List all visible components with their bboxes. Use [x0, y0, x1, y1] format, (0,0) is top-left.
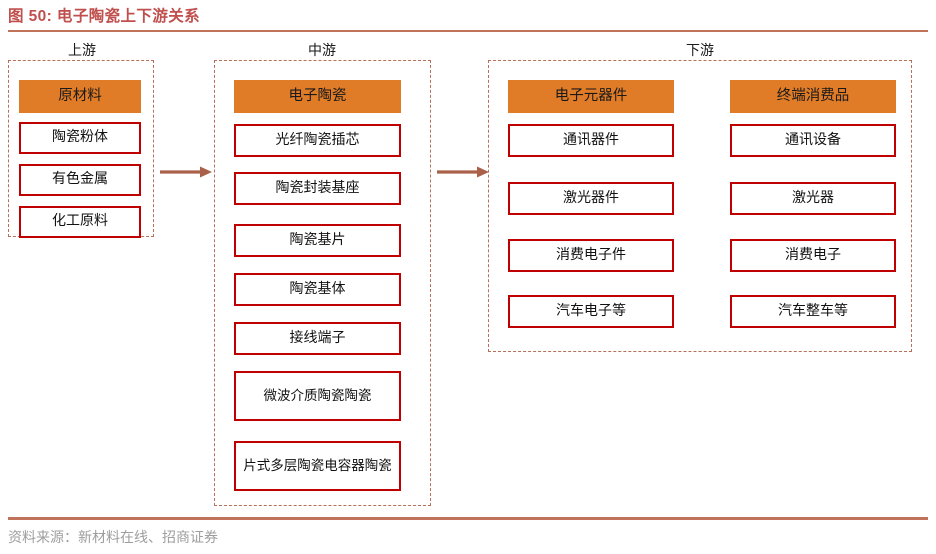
title-divider: [8, 30, 928, 32]
downstream-col0-item-1[interactable]: 激光器件: [508, 182, 674, 215]
downstream-col1-item-0[interactable]: 通讯设备: [730, 124, 896, 157]
midstream-container: [214, 60, 431, 506]
section-label-upstream: 上游: [68, 44, 96, 59]
upstream-item-2[interactable]: 化工原料: [19, 206, 141, 238]
arrow-upstream-to-midstream: [160, 166, 212, 178]
source-note: 资料来源：新材料在线、招商证券: [8, 531, 218, 546]
downstream-col1-item-1[interactable]: 激光器: [730, 182, 896, 215]
midstream-item-0[interactable]: 光纤陶瓷插芯: [234, 124, 401, 157]
midstream-item-5[interactable]: 微波介质陶瓷陶瓷: [234, 371, 401, 421]
midstream-item-1[interactable]: 陶瓷封装基座: [234, 172, 401, 205]
downstream-col1-header[interactable]: 终端消费品: [730, 80, 896, 113]
downstream-col0-header[interactable]: 电子元器件: [508, 80, 674, 113]
downstream-col1-item-3[interactable]: 汽车整车等: [730, 295, 896, 328]
figure-title: 图 50: 电子陶瓷上下游关系: [8, 8, 201, 25]
upstream-item-0[interactable]: 陶瓷粉体: [19, 122, 141, 154]
midstream-item-4[interactable]: 接线端子: [234, 322, 401, 355]
footer-divider: [8, 517, 928, 520]
upstream-header[interactable]: 原材料: [19, 80, 141, 113]
downstream-col0-item-2[interactable]: 消费电子件: [508, 239, 674, 272]
midstream-item-6[interactable]: 片式多层陶瓷电容器陶瓷: [234, 441, 401, 491]
midstream-item-2[interactable]: 陶瓷基片: [234, 224, 401, 257]
upstream-item-1[interactable]: 有色金属: [19, 164, 141, 196]
downstream-col0-item-3[interactable]: 汽车电子等: [508, 295, 674, 328]
downstream-container: [488, 60, 912, 352]
downstream-col1-item-2[interactable]: 消费电子: [730, 239, 896, 272]
midstream-header[interactable]: 电子陶瓷: [234, 80, 401, 113]
downstream-col0-item-0[interactable]: 通讯器件: [508, 124, 674, 157]
midstream-item-3[interactable]: 陶瓷基体: [234, 273, 401, 306]
section-label-downstream: 下游: [686, 44, 714, 59]
arrow-midstream-to-downstream: [437, 166, 489, 178]
section-label-midstream: 中游: [308, 44, 336, 59]
